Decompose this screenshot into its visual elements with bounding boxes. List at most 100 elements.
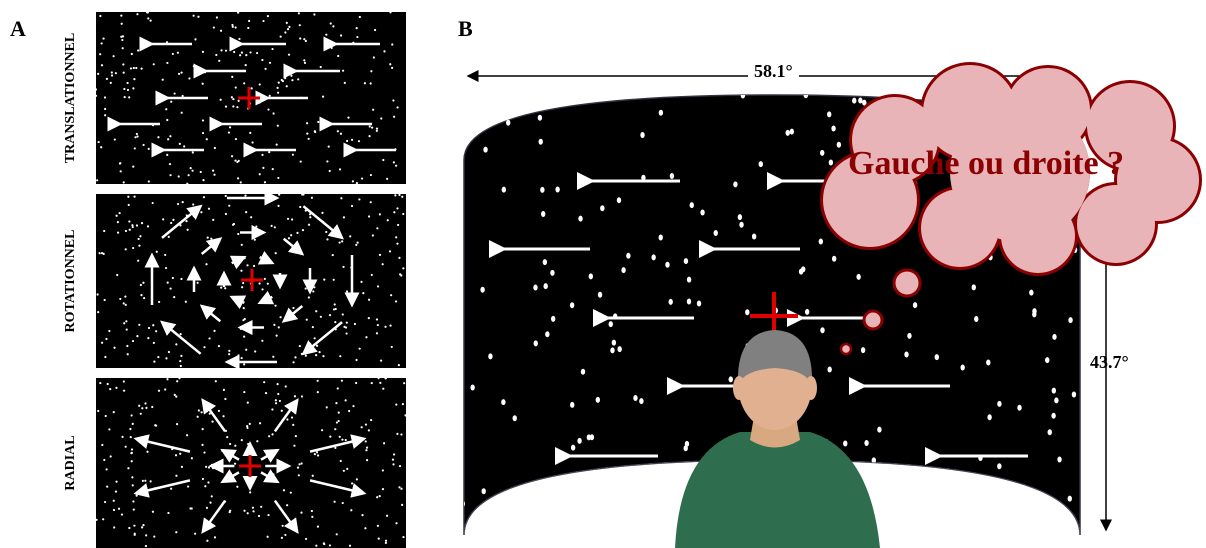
star-dot <box>187 174 190 177</box>
star-dot <box>103 500 107 504</box>
star-dot <box>101 443 104 447</box>
star-dot <box>402 267 405 270</box>
star-dot <box>917 541 921 547</box>
star-dot <box>175 343 178 346</box>
star-dot <box>341 240 344 243</box>
star-dot <box>192 203 195 206</box>
star-dot <box>157 355 160 359</box>
star-dot <box>115 214 118 217</box>
star-dot <box>201 82 204 85</box>
star-dot <box>251 506 255 509</box>
star-dot <box>155 250 158 253</box>
star-dot <box>285 21 288 24</box>
star-dot <box>633 394 638 401</box>
star-dot <box>179 333 182 336</box>
star-dot <box>242 281 245 285</box>
star-dot <box>137 259 140 262</box>
star-dot <box>396 432 399 435</box>
star-dot <box>696 300 702 307</box>
star-dot <box>224 194 227 198</box>
star-dot <box>258 282 261 285</box>
star-dot <box>166 378 169 381</box>
star-dot <box>194 38 197 41</box>
rotational-label: ROTATIONNEL <box>63 229 78 333</box>
star-dot <box>108 428 111 431</box>
star-dot <box>238 37 241 41</box>
star-dot <box>250 216 253 219</box>
star-dot <box>341 69 345 72</box>
rotation-arrow <box>282 237 305 256</box>
star-dot <box>273 323 276 326</box>
star-dot <box>129 67 133 70</box>
star-dot <box>205 506 209 509</box>
star-dot <box>290 416 294 419</box>
panel-b-label: B <box>458 16 473 41</box>
star-dot <box>305 318 308 321</box>
star-dot <box>311 325 314 329</box>
star-dot <box>245 54 248 57</box>
star-dot <box>200 211 203 214</box>
star-dot <box>332 25 335 28</box>
star-dot <box>138 244 141 247</box>
star-dot <box>1051 412 1056 419</box>
star-dot <box>372 56 375 59</box>
star-dot <box>638 514 643 521</box>
star-dot <box>202 179 205 182</box>
star-dot <box>157 389 161 392</box>
star-dot <box>274 304 277 307</box>
star-dot <box>365 449 368 452</box>
star-dot <box>256 440 259 443</box>
star-dot <box>231 25 234 28</box>
star-dot <box>105 77 109 81</box>
star-dot <box>281 524 284 527</box>
star-dot <box>191 169 194 172</box>
star-dot <box>194 532 197 535</box>
star-dot <box>346 467 349 470</box>
star-dot <box>164 253 167 257</box>
star-dot <box>987 414 992 421</box>
star-dot <box>100 146 103 149</box>
star-dot <box>291 79 294 82</box>
star-dot <box>733 181 738 188</box>
star-dot <box>296 466 300 469</box>
star-dot <box>392 99 395 102</box>
star-dot <box>132 165 135 168</box>
star-dot <box>393 211 396 214</box>
star-dot <box>327 145 330 148</box>
star-dot <box>315 544 318 547</box>
star-dot <box>818 238 824 245</box>
star-dot <box>348 409 351 413</box>
star-dot <box>668 298 673 305</box>
star-dot <box>333 303 336 306</box>
star-dot <box>286 28 290 31</box>
star-dot <box>1192 250 1196 256</box>
star-dot <box>142 143 145 147</box>
star-dot <box>231 223 235 226</box>
star-dot <box>113 138 116 141</box>
star-dot <box>261 288 264 291</box>
star-dot <box>139 235 142 238</box>
star-dot <box>689 202 694 209</box>
star-dot <box>202 196 206 199</box>
star-dot <box>123 87 126 91</box>
star-dot <box>828 159 834 166</box>
star-dot <box>1054 397 1059 404</box>
star-dot <box>545 331 550 338</box>
star-dot <box>141 479 144 482</box>
star-dot <box>852 97 857 104</box>
star-dot <box>971 284 976 291</box>
star-dot <box>298 463 301 466</box>
star-dot <box>315 344 319 347</box>
star-dot <box>164 266 168 270</box>
star-dot <box>334 307 337 311</box>
star-dot <box>325 230 328 234</box>
star-dot <box>1164 439 1168 445</box>
radial-arrow <box>220 448 240 463</box>
star-dot <box>104 107 107 111</box>
star-dot <box>307 296 310 299</box>
star-dot <box>580 368 586 375</box>
star-dot <box>301 194 304 196</box>
star-dot <box>608 321 613 328</box>
star-dot <box>397 364 400 367</box>
star-dot <box>161 78 164 81</box>
